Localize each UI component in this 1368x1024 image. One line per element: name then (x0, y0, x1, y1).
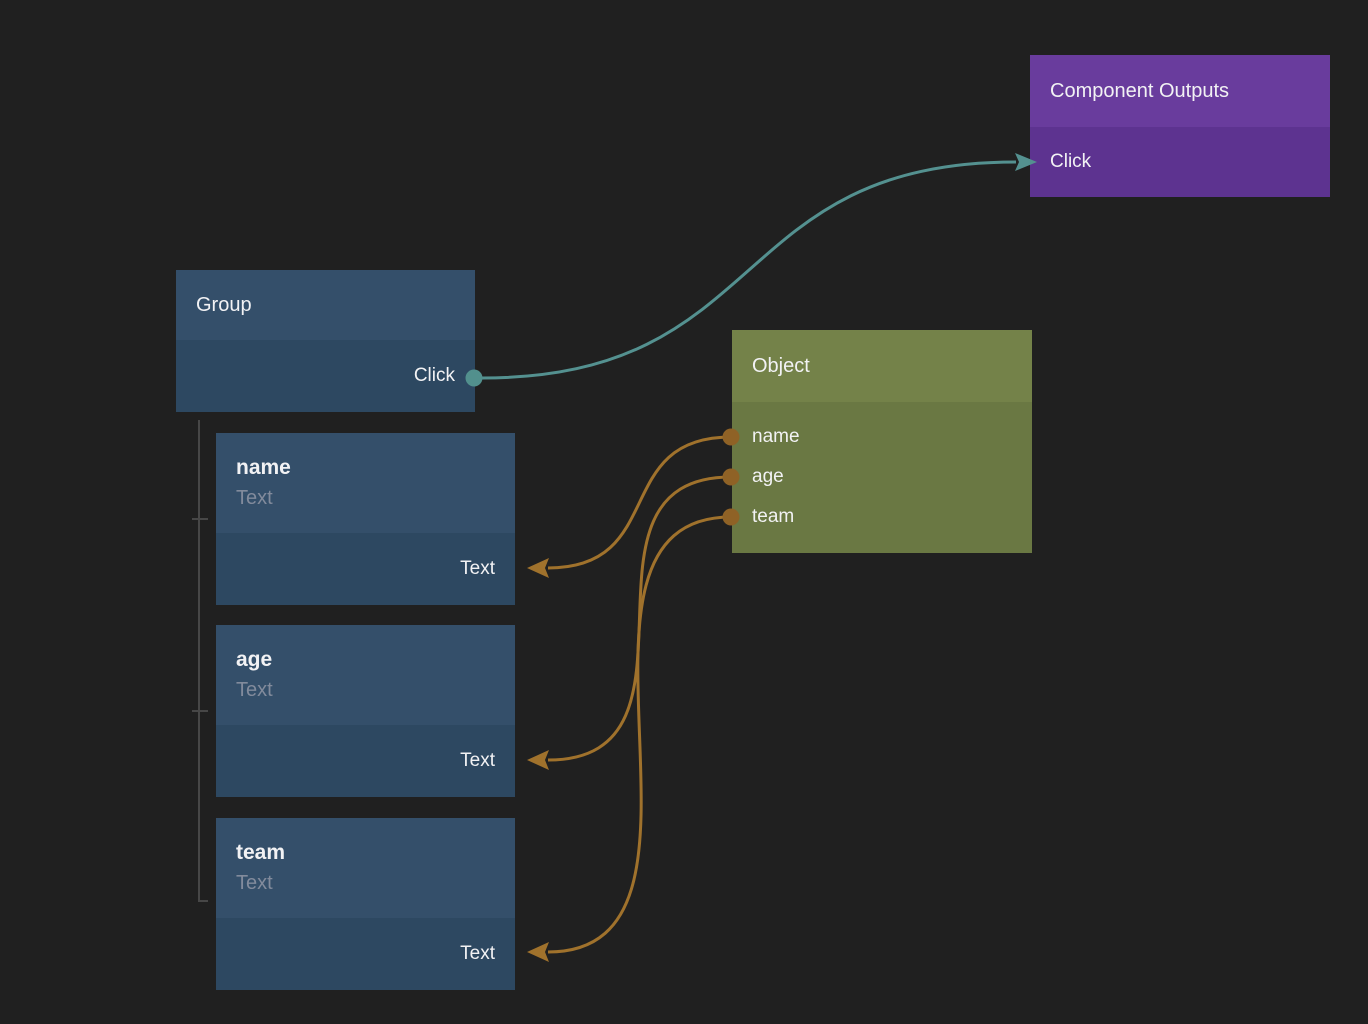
group-node-header[interactable]: Group (176, 270, 475, 340)
team-node-header[interactable]: team Text (216, 818, 515, 918)
component-outputs-node-body: Click (1030, 127, 1330, 197)
object-node[interactable]: Object name age team (732, 330, 1032, 553)
object-node-body: name age team (732, 402, 1032, 553)
object-node-header[interactable]: Object (732, 330, 1032, 402)
group-node-title: Group (196, 294, 252, 316)
object-node-title: Object (752, 355, 810, 377)
name-node-title: name (236, 456, 291, 479)
name-text-input-arrow-icon[interactable] (527, 558, 549, 578)
name-node-body: Text (216, 533, 515, 605)
name-node-header[interactable]: name Text (216, 433, 515, 533)
name-node-type-label: Text (236, 487, 273, 509)
component-outputs-node-header[interactable]: Component Outputs (1030, 55, 1330, 127)
object-port-row-team[interactable]: team (732, 497, 1032, 537)
edge-object-name-to-name-text (547, 435, 732, 570)
team-text-input-arrow-icon[interactable] (527, 942, 549, 962)
object-port-row-name[interactable]: name (732, 417, 1032, 457)
component-outputs-click-input-label: Click (1050, 151, 1092, 172)
age-text-input-label: Text (460, 750, 495, 771)
tree-connector-trunk (198, 420, 208, 902)
team-text-input-label: Text (460, 943, 495, 964)
object-port-row-age[interactable]: age (732, 457, 1032, 497)
component-outputs-node-title: Component Outputs (1050, 80, 1229, 102)
age-node-body: Text (216, 725, 515, 797)
group-click-output-label: Click (413, 365, 455, 386)
team-node[interactable]: team Text Text (216, 818, 515, 990)
team-node-title: team (236, 841, 286, 864)
age-node-title: age (236, 648, 273, 671)
object-name-output-label: name (752, 426, 800, 447)
age-node-header[interactable]: age Text (216, 625, 515, 725)
name-text-input-label: Text (460, 558, 495, 579)
age-node[interactable]: age Text Text (216, 625, 515, 797)
age-text-input-arrow-icon[interactable] (527, 750, 549, 770)
group-node[interactable]: Group Click (176, 270, 475, 412)
edge-object-age-to-age-text (547, 475, 732, 762)
team-node-body: Text (216, 918, 515, 990)
object-age-output-label: age (752, 466, 784, 487)
team-node-type-label: Text (236, 872, 273, 894)
edge-object-team-to-team-text (547, 515, 732, 954)
group-node-body: Click (176, 340, 475, 412)
object-team-output-label: team (752, 506, 795, 527)
age-node-type-label: Text (236, 679, 273, 701)
component-outputs-node[interactable]: Component Outputs Click (1030, 55, 1330, 197)
name-node[interactable]: name Text Text (216, 433, 515, 605)
